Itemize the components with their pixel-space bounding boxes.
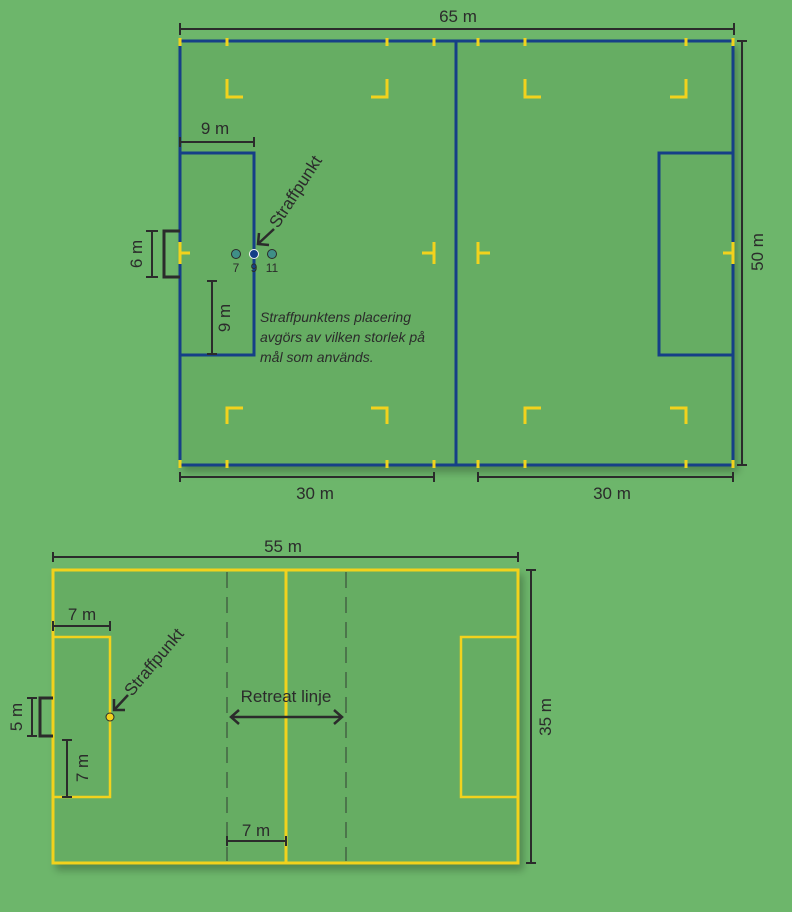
large-field-note-line-1: Straffpunktens placering bbox=[260, 309, 411, 325]
small-field-goal-width-dimension bbox=[27, 697, 37, 737]
large-field-penalty-spot-7 bbox=[231, 249, 241, 259]
small-field-width-label: 55 m bbox=[264, 537, 302, 556]
small-field-retreat-arrow bbox=[229, 709, 344, 725]
large-field-penalty-depth-dimension bbox=[207, 280, 217, 355]
small-field-goal-width-label: 5 m bbox=[7, 703, 26, 731]
small-field-width-dimension bbox=[52, 552, 519, 562]
large-field-spot-number-7: 7 bbox=[233, 261, 240, 275]
large-field-half-left-label: 30 m bbox=[296, 484, 334, 503]
small-field-penalty-area-right bbox=[459, 635, 520, 799]
small-field-penalty-depth-dimension bbox=[62, 739, 72, 798]
small-field-retreat-distance-dimension bbox=[226, 836, 287, 846]
small-field-height-dimension bbox=[526, 569, 536, 864]
large-field-width-dimension bbox=[179, 23, 735, 35]
small-field-penalty-depth-label: 7 m bbox=[73, 754, 92, 782]
large-field-penalty-spot-11 bbox=[267, 249, 277, 259]
large-field-note: Straffpunktens placering avgörs av vilke… bbox=[260, 309, 429, 365]
large-field-height-dimension bbox=[737, 40, 747, 466]
large-field-penalty-spot-9 bbox=[249, 249, 259, 259]
small-field-retreat-distance-label: 7 m bbox=[242, 821, 270, 840]
small-field-goal bbox=[38, 696, 53, 738]
large-field-width-label: 65 m bbox=[439, 7, 477, 26]
large-field-yellow-markers bbox=[178, 38, 735, 468]
small-field: 55 m Retreat linje 7 m 7 bbox=[7, 537, 555, 865]
large-field-spot-number-9: 9 bbox=[251, 261, 258, 275]
large-field-note-line-3: mål som används. bbox=[260, 349, 374, 365]
large-field-note-line-2: avgörs av vilken storlek på bbox=[260, 329, 425, 345]
small-field-penalty-spot bbox=[105, 712, 115, 722]
large-field-height-label: 50 m bbox=[748, 233, 767, 271]
small-field-retreat-line-label: Retreat linje bbox=[241, 687, 332, 706]
large-field-penalty-spot-arrow bbox=[256, 228, 275, 247]
large-field-penalty-width-label: 9 m bbox=[201, 119, 229, 138]
small-field-penalty-spot-arrow bbox=[112, 694, 129, 712]
large-field-half-right-label: 30 m bbox=[593, 484, 631, 503]
small-field-penalty-width-dimension bbox=[52, 621, 111, 631]
large-field-goal bbox=[162, 229, 180, 279]
large-field-goal-width-dimension bbox=[146, 230, 158, 278]
small-field-height-label: 35 m bbox=[536, 698, 555, 736]
large-field-spot-number-11: 11 bbox=[266, 261, 279, 275]
large-field-penalty-depth-label: 9 m bbox=[215, 304, 234, 332]
large-field-penalty-width-dimension bbox=[179, 137, 255, 147]
large-field-half-dimensions bbox=[179, 472, 734, 482]
large-field: 65 m bbox=[127, 7, 767, 503]
small-field-penalty-width-label: 7 m bbox=[68, 605, 96, 624]
large-field-goal-width-label: 6 m bbox=[127, 240, 146, 268]
